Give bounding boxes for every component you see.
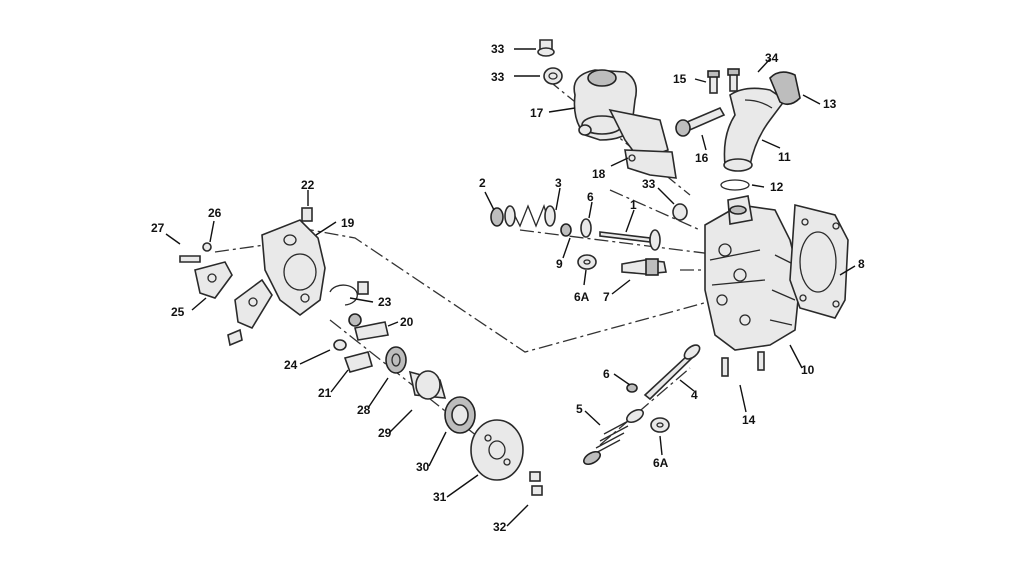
label-26: 26 <box>208 206 222 220</box>
bolt-27 <box>179 255 201 263</box>
camshaft-29 <box>408 370 447 400</box>
label-5: 5 <box>576 402 583 416</box>
cap-bolt-33-head <box>672 203 688 221</box>
shaft-21 <box>343 351 373 373</box>
label-14: 14 <box>742 413 756 427</box>
valve-seal-9 <box>560 223 572 237</box>
label-15: 15 <box>673 72 687 86</box>
valve-4 <box>643 344 701 401</box>
label-33-mid: 33 <box>491 70 505 84</box>
camshaft-holder-19 <box>261 219 326 316</box>
label-27: 27 <box>151 221 165 235</box>
bolt-34 <box>727 68 740 92</box>
label-22: 22 <box>301 178 315 192</box>
label-17: 17 <box>530 106 544 120</box>
label-16: 16 <box>695 151 709 165</box>
intake-pipe-11 <box>723 87 787 172</box>
label-33-head: 33 <box>642 177 656 191</box>
label-12: 12 <box>770 180 784 194</box>
label-6-lower: 6 <box>603 367 610 381</box>
rocker-shaft-20 <box>348 313 389 341</box>
label-34: 34 <box>765 51 779 65</box>
label-6-upper: 6 <box>587 190 594 204</box>
label-32: 32 <box>493 520 507 534</box>
label-6A-upper: 6A <box>574 290 590 304</box>
label-13: 13 <box>823 97 837 111</box>
label-31: 31 <box>433 490 447 504</box>
label-24: 24 <box>284 358 298 372</box>
bolt-15 <box>707 70 720 94</box>
part-labels: 33 33 34 15 13 17 16 11 18 12 33 2 3 6 1… <box>151 42 865 534</box>
label-2: 2 <box>479 176 486 190</box>
cap-bolt-33-mid <box>543 67 563 85</box>
label-3: 3 <box>555 176 562 190</box>
label-9: 9 <box>556 257 563 271</box>
bearing-28 <box>385 346 407 374</box>
washer-6-upper <box>580 218 592 238</box>
label-20: 20 <box>400 315 414 329</box>
rocker-arm-25 <box>194 261 233 299</box>
label-10: 10 <box>801 363 815 377</box>
label-6A-lower: 6A <box>653 456 669 470</box>
label-19: 19 <box>341 216 355 230</box>
valve-spring-3 <box>504 204 556 228</box>
cap-bolt-33-top <box>537 39 555 57</box>
label-1: 1 <box>630 198 637 212</box>
rocker-arm-25b <box>227 278 273 347</box>
label-7: 7 <box>603 290 610 304</box>
spark-plug-7 <box>621 258 667 276</box>
bearing-30 <box>444 396 476 434</box>
sensor-16 <box>675 106 726 137</box>
dowel-pins-14 <box>721 351 765 377</box>
valve-1 <box>599 229 661 251</box>
washer-26 <box>202 242 212 252</box>
label-18: 18 <box>592 167 606 181</box>
gasket-8 <box>789 203 849 319</box>
label-29: 29 <box>378 426 392 440</box>
leader-lines <box>165 48 856 527</box>
label-4: 4 <box>691 388 698 402</box>
label-11: 11 <box>778 150 791 164</box>
valve-spring-5 <box>583 408 644 466</box>
washer-6A-lower <box>650 417 670 433</box>
bracket-18 <box>624 149 677 179</box>
dowel-22 <box>301 207 313 222</box>
label-8: 8 <box>858 257 865 271</box>
label-25: 25 <box>171 305 185 319</box>
spacer-24 <box>333 339 347 351</box>
cylinder-head-10 <box>704 195 801 351</box>
thermostat-housing-17 <box>573 69 669 161</box>
valve-spring-retainer-2 <box>490 207 504 227</box>
circlip-23 <box>329 284 358 306</box>
label-21: 21 <box>318 386 332 400</box>
label-23: 23 <box>378 295 392 309</box>
bolts-32 <box>529 471 543 496</box>
label-30: 30 <box>416 460 430 474</box>
label-28: 28 <box>357 403 371 417</box>
washer-6-lower <box>626 383 638 393</box>
bushing-23b <box>357 281 369 295</box>
cam-sprocket-31 <box>470 419 524 481</box>
label-33-top: 33 <box>491 42 505 56</box>
washer-6A-upper <box>577 254 597 270</box>
o-ring-12 <box>720 179 750 191</box>
clamp-13 <box>769 71 801 106</box>
